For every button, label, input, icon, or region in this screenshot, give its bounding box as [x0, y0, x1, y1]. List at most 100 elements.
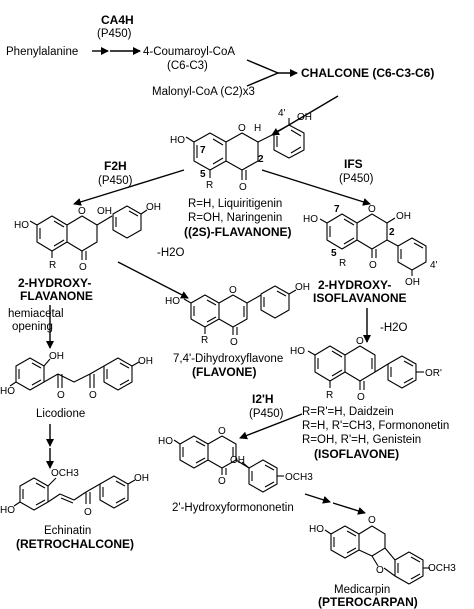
label-genistein: R=OH, R'=H, Genistein [302, 434, 421, 446]
atom-o-keto-2-hydroxyisoflavanone: O [369, 260, 377, 271]
atom-ho-isoflavone: HO [290, 346, 305, 357]
enzyme-i2h: I2'H [252, 392, 274, 406]
atom-4prime-2-hydroxyisoflavanone: 4' [430, 260, 438, 271]
atom-ho-flavone: HO [165, 296, 180, 307]
label-2-hydroxyflavanone-1: 2-HYDROXY- [18, 276, 91, 290]
atom-o-isoflavone: O [356, 336, 364, 347]
structure-2-hydroxyformononetin [173, 435, 284, 493]
atom-oh-flavone: OH [295, 282, 310, 293]
atom-5-flavanone: 5 [200, 169, 206, 180]
atom-oh-2-hydroxyisoflavanone: OH [405, 277, 420, 288]
atom-oh-2-hydroxyflavanone: OH [146, 202, 161, 213]
atom-r-isoflavone: R [326, 390, 333, 401]
label-hemiacetal-1: hemiacetal [8, 308, 64, 320]
label-daidzein: R=R'=H, Daidzein [302, 406, 394, 418]
atom-o-keto-2-hydroxyformononetin: O [218, 476, 226, 487]
label-2-hydroxyflavanone-2: FLAVANONE [20, 289, 93, 303]
atom-o-2-hydroxyformononetin: O [218, 426, 226, 437]
label-medicarpin-class: (PTEROCARPAN) [318, 595, 418, 609]
atom-oh-echinatin: OH [134, 473, 149, 484]
atom-o-keto-isoflavone: O [357, 392, 365, 403]
enzyme-ca4h: CA4H [101, 13, 134, 27]
label-hemiacetal-2: opening [12, 321, 53, 333]
atom-r-flavone: R [201, 335, 208, 346]
label-4-coumaroyl-coa: 4-Coumaroyl-CoA [143, 46, 235, 58]
atom-oh-flavanone: OH [297, 112, 312, 123]
structure-2-hydroxyflavanone [29, 205, 148, 260]
label-dehydration-left: -H2O [157, 247, 185, 259]
label-naringenin: R=OH, Naringenin [188, 212, 282, 224]
structure-echinatin [13, 475, 136, 511]
atom-2-2-hydroxyisoflavanone: 2 [389, 227, 395, 238]
atom-o-keto-2-hydroxyflavanone: O [79, 262, 87, 273]
atom-o-ring-medicarpin: O [368, 515, 376, 526]
atom-oh-licodione-a: OH [49, 351, 64, 362]
label-2-hydroxyisoflavanone-2: ISOFLAVANONE [313, 291, 407, 305]
label-flavone-class: (FLAVONE) [192, 365, 256, 379]
arrow-flavanone-to-2-hydroxyflavanone [73, 169, 185, 206]
label-malonyl-coa: Malonyl-CoA (C2)x3 [152, 86, 255, 98]
atom-oh2-2-hydroxyflavanone: OH [97, 206, 112, 217]
structure-isoflavone [307, 345, 424, 390]
enzyme-i2h-cofactor: (P450) [249, 408, 284, 420]
structure-flavone [183, 285, 297, 335]
label-formononetin: R=H, R'=CH3, Formononetin [302, 420, 449, 432]
label-medicarpin: Medicarpin [334, 584, 390, 596]
atom-och3-echinatin: OCH3 [51, 468, 79, 479]
enzyme-f2h: F2H [104, 159, 127, 173]
atom-o-ring-flavanone: O [238, 123, 246, 134]
arrow-2-hydroxyflavanone-to-flavone [117, 261, 189, 299]
atom-o-echinatin: O [84, 507, 92, 518]
atom-r-2-hydroxyflavanone: R [49, 260, 56, 271]
label-2-hydroxyisoflavanone-1: 2-HYDROXY- [318, 278, 391, 292]
atom-r-2-hydroxyisoflavanone: R [339, 258, 346, 269]
atom-o-keto-flavanone: O [239, 182, 247, 193]
atom-or-isoflavone: OR' [425, 368, 442, 379]
atom-och3-medicarpin: OCH3 [428, 563, 456, 574]
arrow-condensation [246, 59, 280, 87]
arrow-to-medicarpin-2 [332, 502, 366, 515]
atom-ho-2-hydroxyformononetin: HO [158, 436, 173, 447]
atom-7-2-hydroxyisoflavanone: 7 [334, 204, 340, 215]
structure-licodione [9, 357, 140, 391]
atom-ho-flavanone: HO [170, 135, 185, 146]
atom-och3-2-hydroxyformononetin: OCH3 [285, 472, 313, 483]
enzyme-ifs-cofactor: (P450) [339, 173, 374, 185]
atom-oh-licodione-b: OH [138, 356, 153, 367]
atom-ho-2-hydroxyflavanone: HO [14, 220, 29, 231]
label-coumaroyl-formula: (C6-C3) [167, 60, 208, 72]
atom-h-flavanone: H [254, 123, 261, 134]
label-flavone-name: 7,4'-Dihydroxyflavone [173, 353, 283, 365]
label-chalcone: CHALCONE (C6-C3-C6) [301, 66, 434, 80]
atom-ho-medicarpin: HO [309, 524, 324, 535]
label-2-hydroxyformononetin: 2'-Hydroxyformononetin [172, 502, 294, 514]
atom-o-licodione-a: O [57, 390, 65, 401]
label-dehydration-right: -H2O [380, 322, 408, 334]
enzyme-ifs: IFS [344, 157, 363, 171]
atom-oh2-2-hydroxyisoflavanone: OH [396, 211, 411, 222]
arrow-flavanone-to-2-hydroxyisoflavanone [261, 169, 371, 206]
enzyme-f2h-cofactor: (P450) [98, 175, 133, 187]
atom-7-flavanone: 7 [200, 145, 206, 156]
atom-oh-2-hydroxyformononetin: OH [230, 455, 245, 466]
atom-o-keto-flavone: O [230, 337, 238, 348]
arrow-to-medicarpin-1 [304, 493, 331, 504]
arrow-isoflavone-to-2-hydroxyformononetin [239, 413, 303, 440]
atom-ho-licodione: HO [0, 386, 15, 397]
label-flavanone-class: ((2S)-FLAVANONE) [184, 225, 292, 239]
atom-o-2-hydroxyflavanone: O [78, 206, 86, 217]
atom-ho-echinatin: HO [0, 505, 15, 516]
label-echinatin: Echinatin [44, 525, 91, 537]
structure-2-hydroxyisoflavanone [319, 213, 427, 276]
atom-o-furan-medicarpin: O [376, 565, 384, 576]
label-licodione: Licodione [36, 408, 85, 420]
enzyme-ca4h-cofactor: (P450) [97, 28, 132, 40]
structure-flavanone [185, 118, 305, 180]
label-isoflavone-class: (ISOFLAVONE) [314, 447, 399, 461]
label-phenylalanine: Phenylalanine [6, 46, 78, 58]
atom-r-flavanone: R [206, 180, 213, 191]
atom-2-flavanone: 2 [258, 154, 264, 165]
atom-ho-2-hydroxyisoflavanone: HO [303, 214, 318, 225]
label-echinatin-class: (RETROCHALCONE) [16, 537, 134, 551]
